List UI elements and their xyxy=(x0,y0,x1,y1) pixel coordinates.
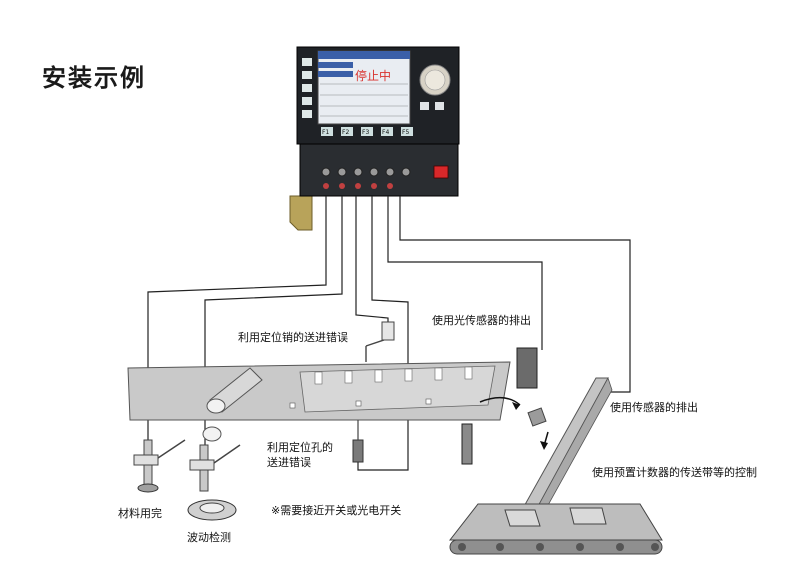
side-buttons xyxy=(302,58,312,118)
material-end-sensor xyxy=(133,439,186,493)
page-title: 安装示例 xyxy=(42,64,146,92)
photo-sensor-lower xyxy=(461,423,473,465)
f1-key[interactable] xyxy=(321,127,333,136)
f3-key-label: F3 xyxy=(362,129,369,136)
material-strip xyxy=(127,361,511,421)
f4-key[interactable] xyxy=(381,127,393,136)
eject-arrow xyxy=(479,396,521,406)
f1-key-label: F1 xyxy=(322,129,329,136)
f4-key-label: F4 xyxy=(382,129,389,136)
label-sensor-eject: 使用传感器的排出 xyxy=(610,401,698,414)
label-wave-detect: 波动检测 xyxy=(187,531,231,544)
right-button-2[interactable] xyxy=(435,102,444,110)
pin-sensor xyxy=(365,321,395,362)
connector-ports xyxy=(321,167,411,189)
wave-detect-sensor xyxy=(187,444,241,521)
label-pin-feed-error: 利用定位销的送进错误 xyxy=(238,331,348,344)
f2-key-label: F2 xyxy=(342,129,349,136)
label-hole-feed-error-1: 利用定位孔的 xyxy=(267,441,333,454)
label-hole-feed-error-2: 送进错误 xyxy=(267,456,311,469)
f5-key[interactable] xyxy=(401,127,413,136)
label-material-end: 材料用完 xyxy=(118,507,162,520)
f2-key[interactable] xyxy=(341,127,353,136)
hole-sensor xyxy=(352,420,364,463)
label-preset-counter: 使用预置计数器的传送带等的控制 xyxy=(592,466,757,479)
conveyor-belt xyxy=(448,503,663,555)
controller-unit: 停止中 xyxy=(289,46,460,231)
label-proximity-note: ※需要接近开关或光电开关 xyxy=(271,504,402,517)
screen-status-text: 停止中 xyxy=(355,68,391,83)
right-button-1[interactable] xyxy=(420,102,429,110)
feed-rollers xyxy=(202,367,263,442)
eject-chute xyxy=(521,377,613,517)
red-stop-button[interactable] xyxy=(433,165,449,179)
lcd-screen xyxy=(317,50,411,125)
label-photo-sensor-eject: 使用光传感器的排出 xyxy=(432,314,531,327)
f5-key-label: F5 xyxy=(402,129,409,136)
photo-sensor xyxy=(516,347,538,389)
function-keys xyxy=(321,127,413,136)
f3-key[interactable] xyxy=(361,127,373,136)
